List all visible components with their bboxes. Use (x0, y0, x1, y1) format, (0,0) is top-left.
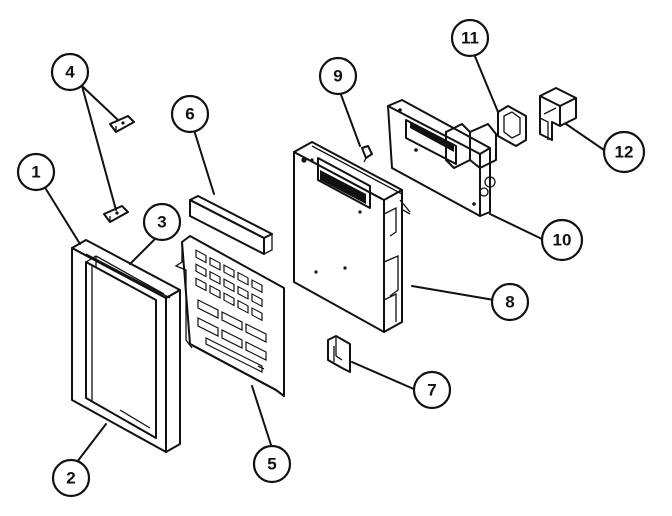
keypad-keys (195, 249, 263, 322)
callout-7: 7 (412, 370, 452, 410)
callout-8-text: 8 (505, 293, 514, 312)
callout-11-text: 11 (461, 29, 479, 48)
callout-6: 6 (170, 94, 210, 134)
circuit-board-part (387, 99, 497, 217)
callout-5-text: 5 (267, 455, 276, 474)
leader-lines (43, 53, 605, 463)
callout-12: 12 (602, 130, 646, 174)
callout-10-text: 10 (553, 231, 572, 250)
clip-part (327, 335, 351, 373)
callout-9-text: 9 (333, 67, 342, 86)
callout-5: 5 (252, 444, 292, 484)
callout-1: 1 (16, 152, 56, 192)
control-chassis-part (293, 141, 411, 333)
callout-8: 8 (490, 282, 530, 322)
callout-11: 11 (450, 18, 490, 58)
bracket-part-upper (109, 115, 135, 133)
callout-3-text: 3 (157, 213, 166, 232)
callout-4-text: 4 (65, 63, 75, 82)
callout-9: 9 (318, 56, 358, 96)
display-window-part (189, 195, 273, 256)
callout-2-text: 2 (66, 469, 75, 488)
callout-6-text: 6 (185, 105, 194, 124)
callout-2: 2 (51, 458, 91, 498)
callout-7-text: 7 (427, 381, 436, 400)
callout-12-text: 12 (615, 143, 634, 162)
keypad-panel-part (174, 235, 285, 397)
callout-1-text: 1 (31, 163, 40, 182)
callout-10: 10 (540, 218, 584, 262)
screw-part (361, 145, 373, 163)
door-frame-part (71, 239, 181, 453)
mounting-bracket-part (539, 87, 577, 141)
callout-4: 4 (50, 52, 90, 92)
gasket-part (497, 105, 527, 147)
frame-trim-part (85, 253, 171, 299)
callout-3: 3 (142, 202, 182, 242)
